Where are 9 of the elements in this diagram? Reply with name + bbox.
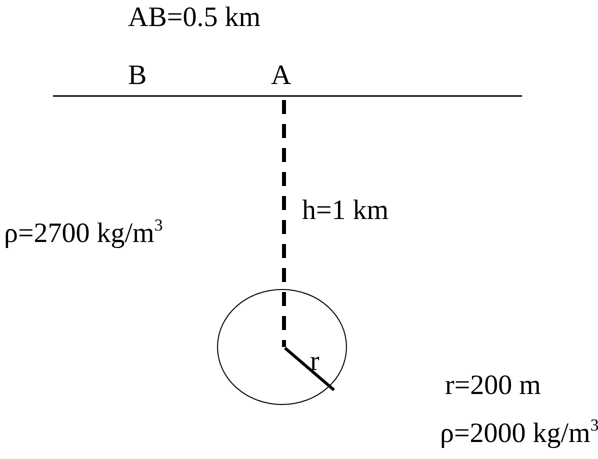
sphere-property-text: ρ=2000 kg/m$^{3}$ [440,420,598,448]
label-text: B [128,62,147,90]
label-text: h=1 km [302,197,389,225]
label-text: ρ=2700 kg/m$^{3}$ [4,220,163,248]
label-text: A [271,62,292,90]
label-text: AB=0.5 km [128,4,260,32]
sphere-property-text: r=200 m [445,372,541,400]
radius-label: r [310,348,320,376]
sphere-circle [217,289,347,405]
